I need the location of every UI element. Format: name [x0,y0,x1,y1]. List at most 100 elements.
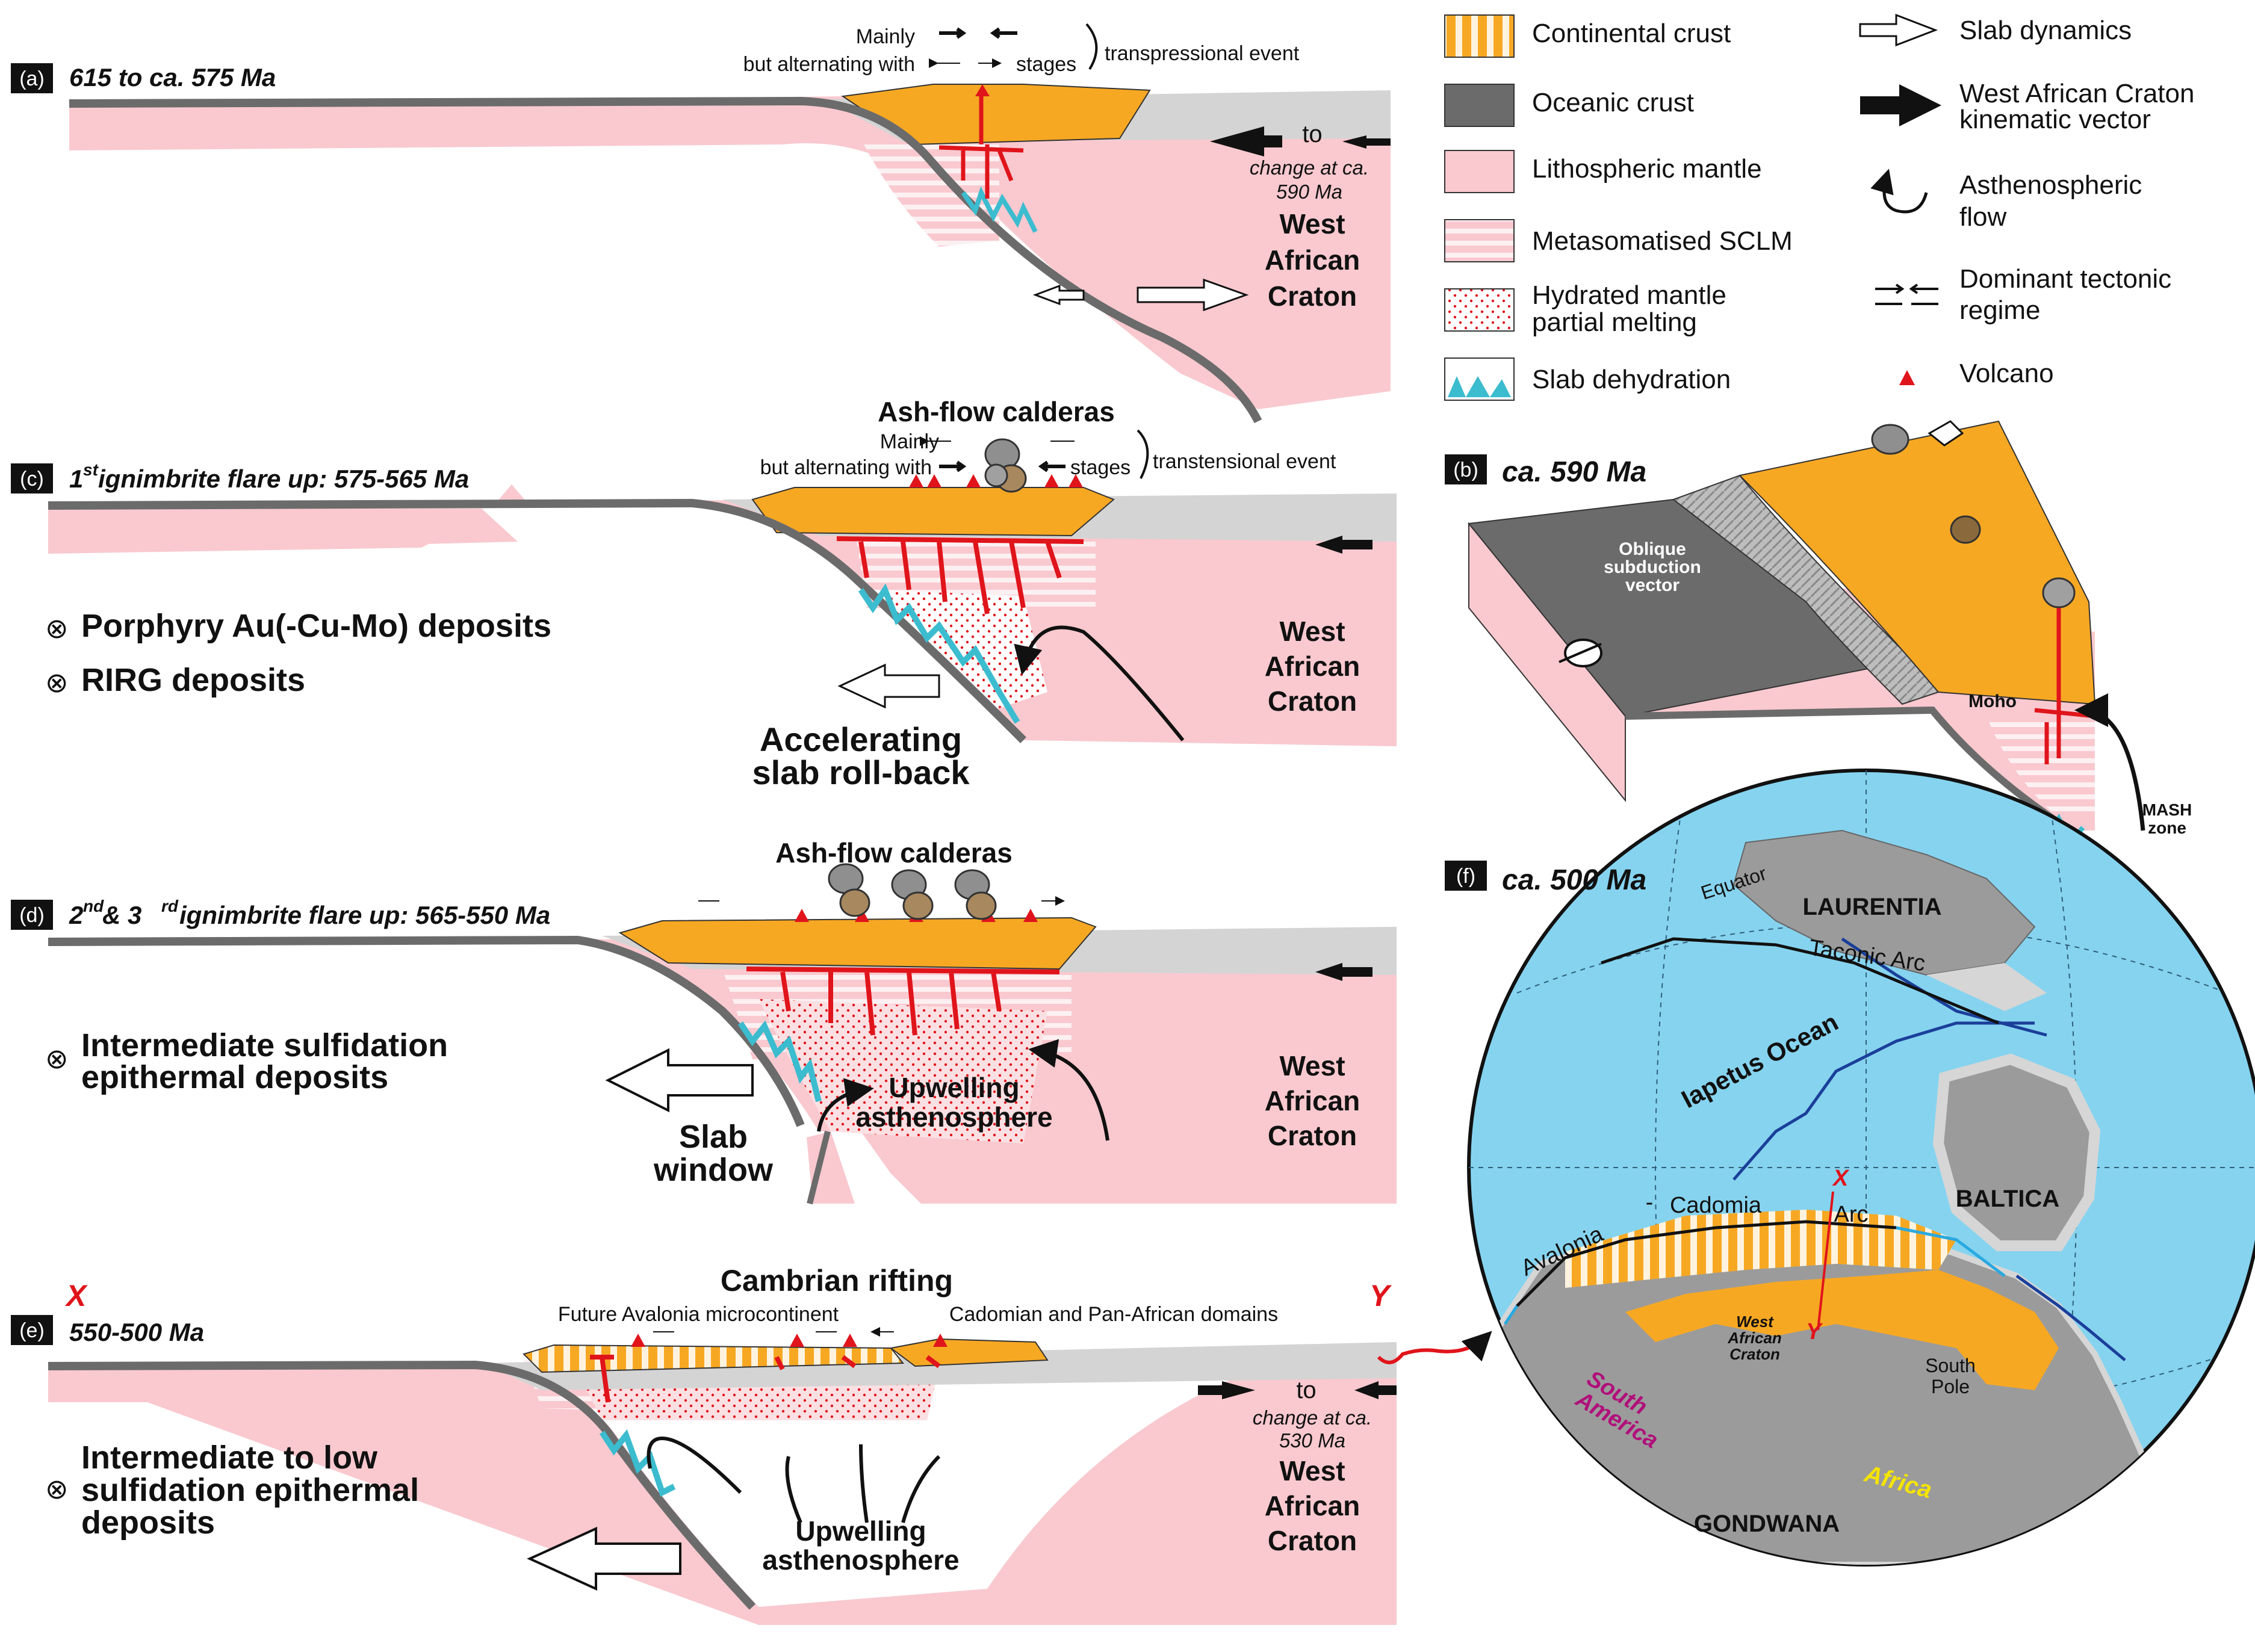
avalonia-cadomia-arc [1516,1220,1897,1307]
panel-e-volcanoes [631,1334,948,1347]
panel-e-melt [590,1355,941,1403]
panel-e-change1: change at ca. [1253,1406,1372,1429]
panel-a-mantle [69,96,1391,409]
panel-d-craton1: West [1279,1050,1345,1081]
legend-oceanic-label: Oceanic crust [1532,88,1694,117]
panel-e-upwelling2: asthenosphere [762,1544,959,1576]
panel-e-x-mark: X [64,1279,88,1313]
panel-c-letter: (c) [20,468,44,490]
panel-e-astheno-flow [647,1436,941,1524]
legend [1444,14,1515,401]
panel-a-but-alternating: but alternating with [743,53,915,76]
panel-c-arrow-alt [939,460,1065,472]
globe-cadomia: Cadomia [1670,1193,1762,1218]
panel-a-craton2: African [1265,244,1360,276]
xy-section-line [1817,1191,1834,1331]
panel-e-deposit1: Intermediate to low [81,1440,378,1476]
panel-c-calderas: Ash-flow calderas [878,396,1115,427]
panel-c-deposit1-icon: ⊗ [45,613,69,644]
legend-regime-label-2: regime [1959,295,2041,325]
panel-d-slab-dynamics [605,1048,754,1113]
panel-a-stages: stages [1016,53,1076,76]
panel-c-volcanoes [909,474,1083,487]
panel-c-title-pre: 1 [69,465,83,493]
panel-e-craton1: West [1279,1455,1345,1486]
panel-b-volcano-clouds [1871,420,2076,608]
globe-x: X [1832,1166,1850,1191]
panel-d-dehydration [737,1020,822,1103]
legend-astheno-label-2: flow [1959,202,2006,232]
panel-e-letter-box [11,1315,53,1345]
panel-c-melt [836,536,1084,614]
legend-regime-label-1: Dominant tectonic [1959,264,2171,294]
panel-e-to: to [1296,1377,1316,1403]
panel-a-kinematic-arrow-2 [1342,135,1391,149]
panel-b-mash1: MASH [2142,800,2192,819]
panel-e-dehydration [599,1429,676,1497]
panel-e-title: 550-500 Ma [69,1318,204,1346]
panel-e-y-mark: Y [1369,1279,1392,1313]
panel-c-title-sup: st [83,460,99,479]
panel-d-sup-a: nd [83,897,104,915]
panel-b-letter: (b) [1453,459,1478,481]
panel-a-volcano [975,84,990,96]
panel-e-wac-arrow-1 [1198,1381,1255,1399]
panel-e-letter: (e) [19,1319,45,1342]
panel-d-slab-fragment [807,1131,855,1204]
panel-c-brace [1137,429,1149,479]
legend-slab-dynamics-icon [1859,13,1938,47]
panel-b-vector-icon [1559,639,1602,667]
laurentia-shelf [1926,963,2047,1011]
panel-c-but-alternating: but alternating with [760,456,932,479]
panel-d-astheno-flow-2 [817,1078,874,1132]
panel-b-mash2: zone [2148,818,2186,837]
panel-a-letter-box [11,63,53,93]
panel-a-mainly: Mainly [856,25,915,48]
globe-arc: Arc [1834,1202,1869,1227]
panel-d-astheno-flow-1 [1028,1039,1109,1141]
panel-d [48,863,1397,1205]
panel-e-craton3: Craton [1268,1525,1357,1556]
legend-astheno-label-1: Asthenospheric [1959,170,2142,200]
panel-a-title: 615 to ca. 575 Ma [69,63,276,91]
panel-a-mantle-west [69,101,903,162]
panel-a-brace [1085,23,1098,70]
panel-d-continental-crust [618,917,1097,970]
panel-e-upwelling1: Upwelling [795,1515,926,1547]
panel-d-wac-arrow [1315,963,1373,981]
panel-a-arrow-mainly-2 [990,27,1017,39]
panel-a-to: to [1302,121,1322,147]
legend-asthenospheric-flow-icon [1870,169,1928,214]
globe-wac3: Craton [1729,1345,1780,1363]
panel-a-melt [938,96,1024,199]
legend-continental-label: Continental crust [1532,19,1731,48]
legend-tectonic-regime-icon [1875,283,1938,305]
globe-y: Y [1806,1319,1823,1344]
panel-c-mainly: Mainly [880,430,939,453]
globe-dash: - [1646,1190,1654,1215]
gondwana-orange-margin [1625,1270,2059,1390]
panel-e-mantle [48,1366,1397,1625]
panel-e [48,1332,1492,1625]
panel-b-oblique2: subduction [1604,557,1701,577]
panel-d-letter-box [11,900,53,930]
legend-sclm-label: Metasomatised SCLM [1532,226,1793,256]
globe-baltica: BALTICA [1956,1186,2060,1212]
panel-e-cadomian: Cadomian and Pan-African domains [949,1303,1278,1326]
legend-hydrated-label-2: partial melting [1532,308,1697,337]
panel-c-rollback1: Accelerating [760,720,962,758]
panel-c-astheno-flow [1014,625,1185,741]
panel-b-title: ca. 590 Ma [1502,456,1646,488]
legend-volcano-label: Volcano [1959,359,2054,388]
panel-e-deposit-icon: ⊗ [45,1473,69,1505]
panel-d-upwelling2: asthenosphere [855,1101,1052,1133]
panel-d-melt [746,967,1060,1036]
globe-gondwana: GONDWANA [1694,1511,1840,1537]
panel-e-deposit2: sulfidation epithermal [81,1472,419,1508]
panel-c-stages: stages [1070,456,1131,479]
panel-d-slab [48,935,805,1127]
panel-d-calderas: Ash-flow calderas [775,837,1013,868]
globe-wac1: West [1736,1313,1774,1331]
legend-slab-dynamics-label: Slab dynamics [1959,16,2132,45]
